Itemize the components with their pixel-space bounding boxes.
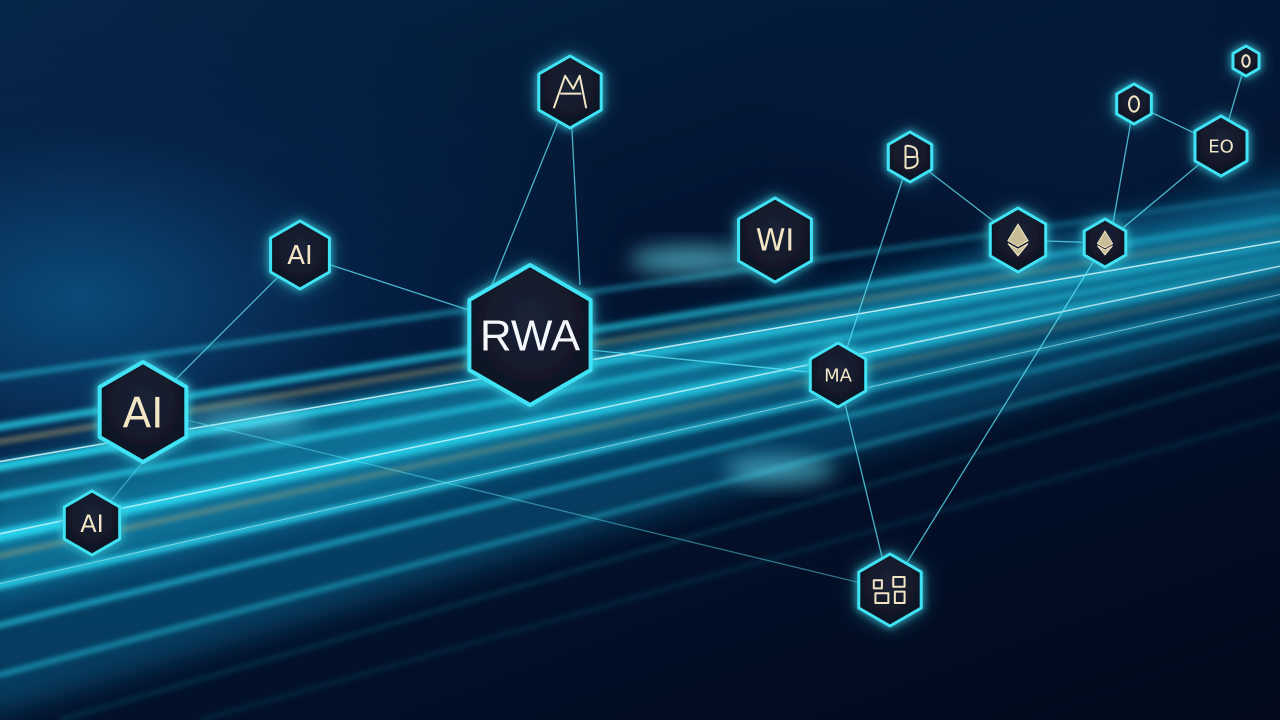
hexagon-badge-icon [62,489,122,557]
network-node-corner-glyph [1231,44,1261,78]
network-node-top-glyph [537,54,603,130]
network-node-pattern-glyph [857,552,923,628]
network-node-ma: MA [808,341,868,409]
network-node-rwa: RWA [466,261,594,409]
network-nodes: RWA AI AI AI WI MA EO [62,44,1261,628]
network-node-eo: EO [1193,114,1249,178]
node-label: MA [824,366,853,387]
network-node-ai-large: AI [97,359,189,465]
node-label: AI [80,510,104,538]
node-label: EO [1208,137,1234,158]
node-label: RWA [480,312,581,361]
network-node-b-glyph [886,130,934,184]
network-node-ai-small: AI [62,489,122,557]
ethereum-icon [1096,230,1114,256]
hexagon-badge-icon [537,54,603,130]
network-node-eth-small [1082,217,1128,269]
hexagon-badge-icon [737,196,813,284]
node-label: AI [122,389,163,438]
ethereum-icon [1007,223,1029,257]
b-glyph-icon [904,144,919,170]
coin-glyph-icon [1241,54,1251,68]
hexagon-badge-icon [1231,44,1261,78]
pattern-glyph-icon [872,576,906,604]
hexagon-badge-icon [467,263,593,407]
node-label: AI [287,241,312,271]
node-label: WI [756,224,795,259]
light-streaks [0,175,1280,720]
hexagon-badge-icon [1193,114,1249,178]
abstract-glyph-icon [552,74,588,109]
hexagon-badge-icon [857,552,923,628]
network-node-wi: WI [736,195,814,285]
network-node-ai-mid: AI [269,219,331,291]
hexagon-badge-icon [269,219,331,291]
hexagon-badge-icon [808,341,868,409]
coin-glyph-icon [1128,95,1140,113]
hexagon-badge-icon [1115,82,1153,126]
network-node-coin-glyph [1115,82,1153,126]
hexagon-badge-icon [97,360,189,464]
network-node-eth-large [988,206,1048,274]
